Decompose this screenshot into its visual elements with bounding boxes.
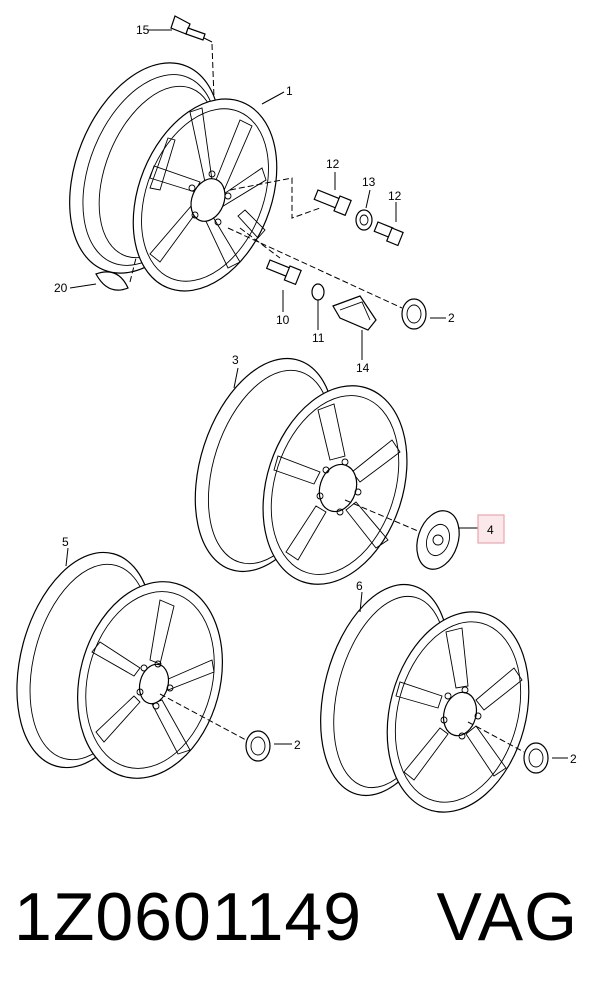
brand-name: VAG <box>436 879 578 955</box>
wheel-3 <box>194 357 408 585</box>
part-number: 1Z0601149 <box>14 879 363 955</box>
valve-stem <box>148 15 215 99</box>
exploded-wheel-diagram: 1 15 12 13 12 2 10 11 14 20 3 4 5 2 6 2 <box>16 15 577 813</box>
callout-6: 6 <box>356 579 363 593</box>
hub-cap-4 <box>344 499 478 570</box>
bolt-set-upper <box>229 172 404 247</box>
callout-20: 20 <box>54 281 68 295</box>
callout-14: 14 <box>356 361 370 375</box>
callout-5: 5 <box>62 535 69 549</box>
wheel-5 <box>16 547 292 779</box>
callout-13: 13 <box>362 175 376 189</box>
callout-2-right: 2 <box>570 752 577 766</box>
hub-cap-top <box>227 227 446 330</box>
callout-2-top: 2 <box>448 311 455 325</box>
emblem-20 <box>69 257 137 291</box>
callout-10: 10 <box>276 313 290 327</box>
wheel-6 <box>320 583 568 813</box>
footer: 1Z0601149 VAG <box>0 872 600 962</box>
callout-4: 4 <box>487 523 494 537</box>
highlight-box-4 <box>477 514 505 544</box>
wheel-1 <box>69 62 278 292</box>
callout-11: 11 <box>312 331 325 345</box>
bolt-set-lower <box>239 227 377 360</box>
callout-3: 3 <box>232 353 239 367</box>
callout-12-right: 12 <box>388 189 402 203</box>
callout-1: 1 <box>286 84 293 98</box>
callout-12-left: 12 <box>326 157 340 171</box>
callout-15: 15 <box>136 23 150 37</box>
callout-2-left: 2 <box>294 738 301 752</box>
